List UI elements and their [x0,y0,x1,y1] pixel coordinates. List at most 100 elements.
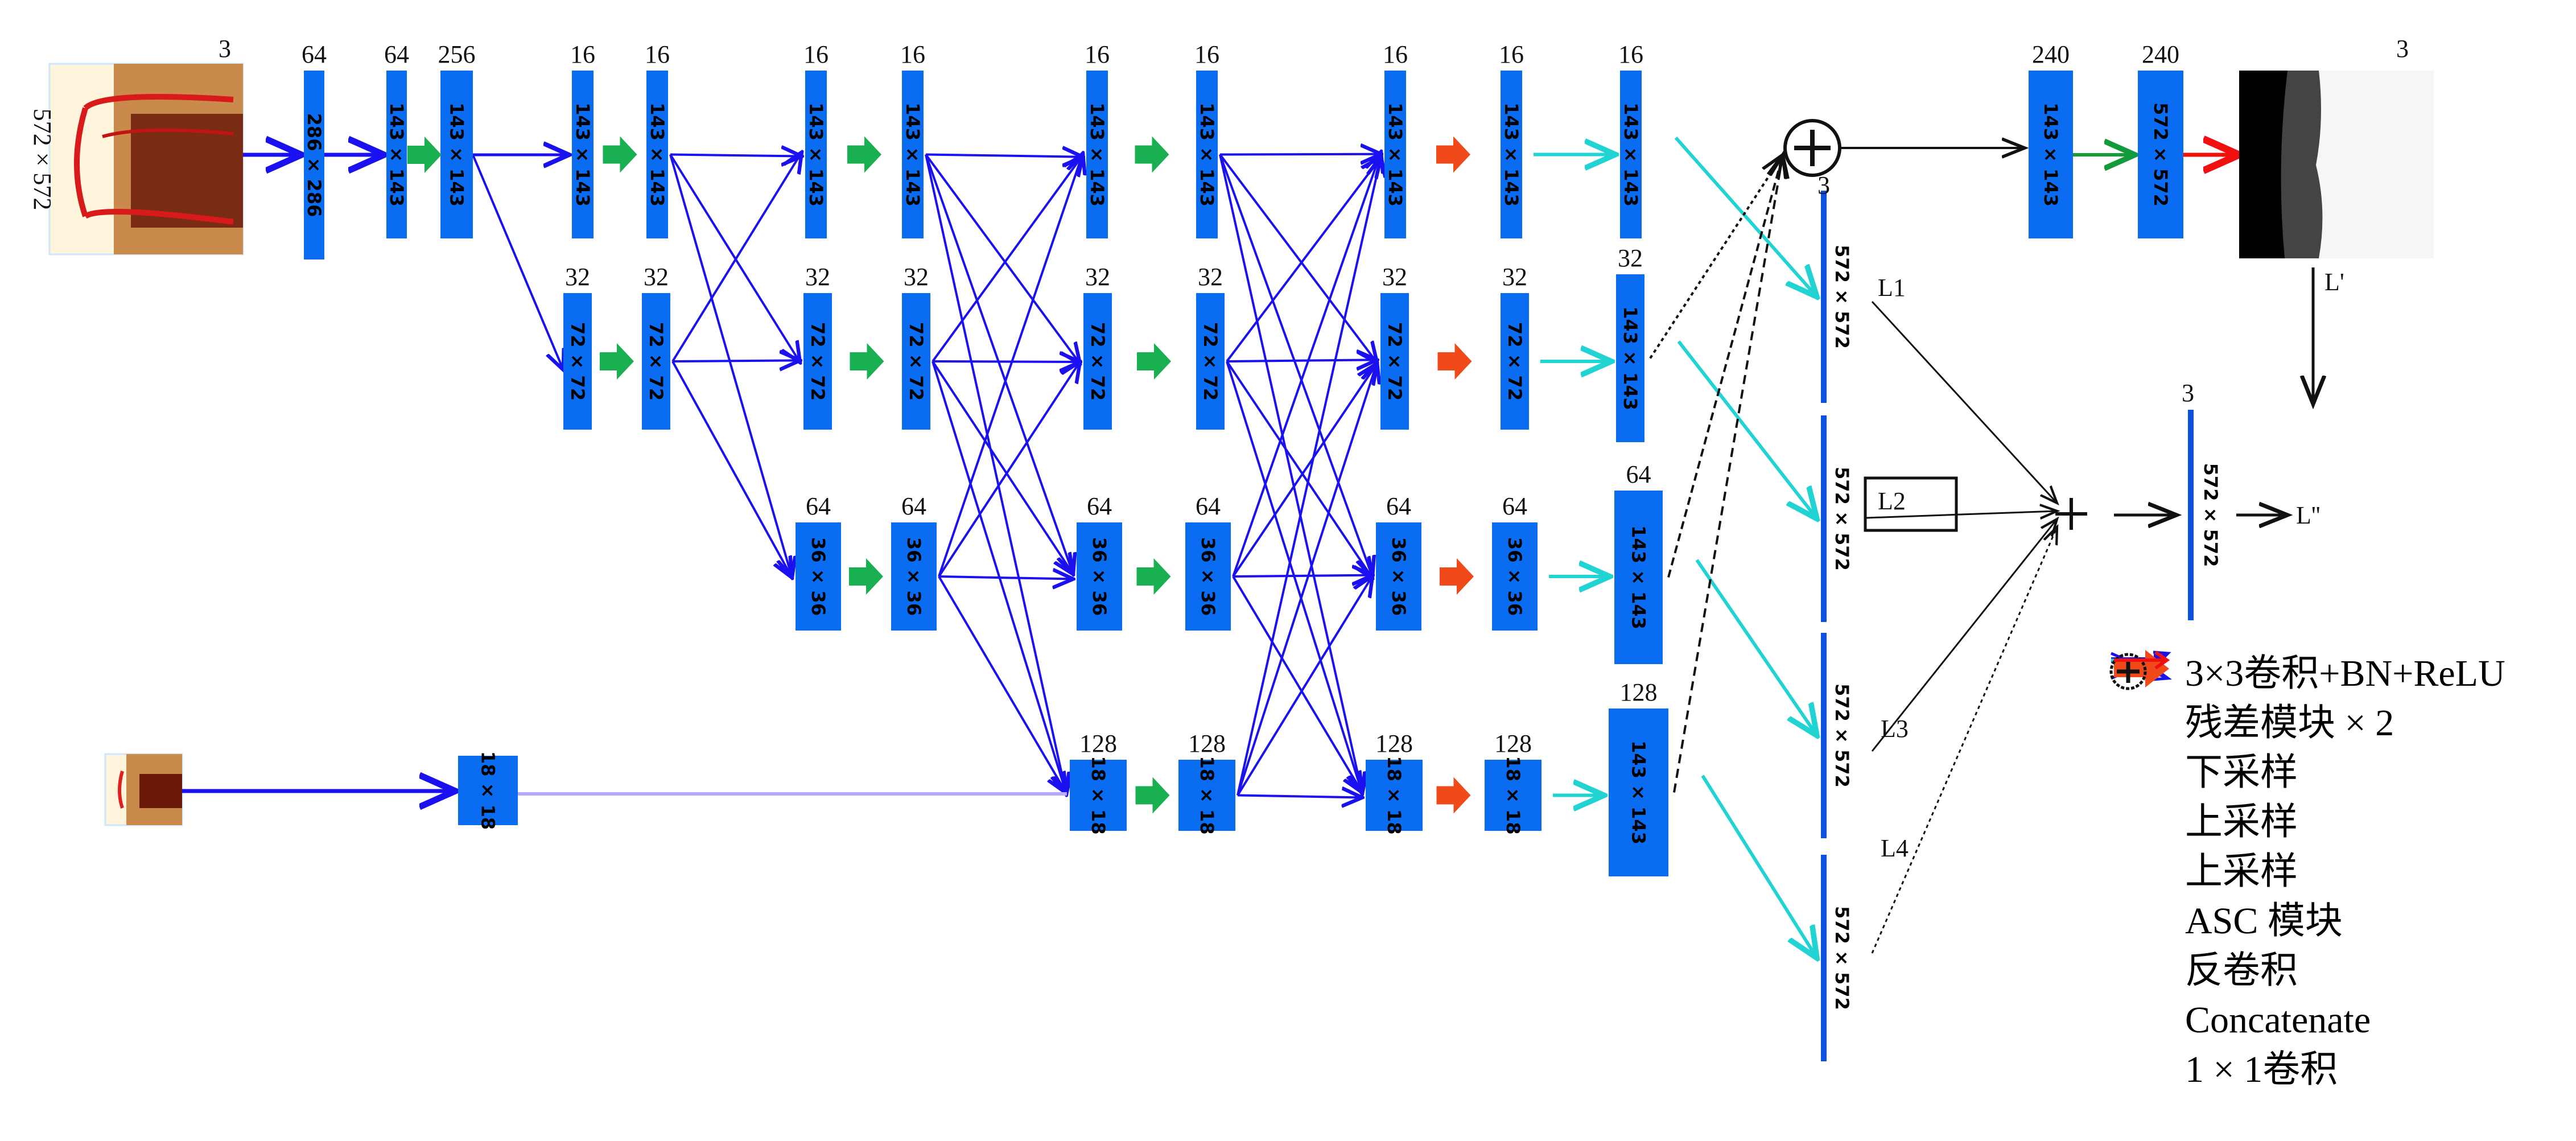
channel-count: 32 [644,263,669,291]
loss-arrow-L1 [1872,302,2057,503]
channel-count: 256 [438,40,476,68]
branch2-block: 3272 × 72 [1380,263,1409,430]
branch4-block: 128143 × 143 [1609,678,1668,876]
residual-block-arrow [600,343,634,380]
concat-input-line [1668,155,1783,578]
concatenate-node: 3 [1785,121,1840,199]
spatial-size-label: 143 × 143 [1086,102,1108,207]
branch3-block: 6436 × 36 [1077,492,1122,631]
spatial-size-label: 143 × 143 [1196,102,1218,207]
channel-count: 32 [1618,244,1643,272]
small-input-block: 18 × 18 [458,751,518,830]
branch2-block: 32 143 × 143 [1616,244,1644,442]
legend-item-concat: Concatenate [2105,995,2572,1045]
exchange-arrow [1227,360,1377,361]
legend-item-downsample: 下采样 [2105,748,2572,797]
branch2-block: 3272 × 72 [563,263,592,430]
legend-item-upsample: 上采样 [2105,797,2572,847]
concat-channels: 3 [1817,171,1830,199]
loss-label-L4: L4 [1881,834,1909,862]
final-output: 3 572 × 572 [2182,379,2221,620]
upsample-cyan-arrow [1703,776,1817,958]
channel-count: 128 [1620,678,1658,706]
branch2-block: 3272 × 72 [1501,263,1529,430]
spatial-size-label: 36 × 36 [1504,537,1526,616]
spatial-size-label: 143 × 143 [1628,525,1650,629]
spatial-size-label: 36 × 36 [1089,537,1110,616]
spatial-size-label: 143 × 143 [1384,102,1406,207]
side-output-size: 572 × 572 [1831,683,1853,788]
branch1-block: 16 143 × 143 [1383,40,1408,238]
legend: 3×3卷积+BN+ReLU 残差模块 × 2 下采样 上采样 上采样 ASC 模… [2105,649,2572,1094]
branch4-block: 12818 × 18 [1070,730,1127,835]
residual-block-arrow [1135,137,1169,173]
head-block-1: 240143 × 143 [2029,40,2073,238]
loss-label-L1: L1 [1878,274,1906,302]
final-channels: 3 [2182,379,2194,407]
input-channels: 3 [219,35,231,63]
spatial-size-label: 18 × 18 [477,751,499,830]
exchange-arrow [926,155,1073,575]
spatial-size-label: 143 × 143 [1620,102,1642,207]
channel-count: 16 [570,40,595,68]
channel-count: 64 [302,40,327,68]
spatial-size-label: 72 × 72 [1200,322,1221,401]
residual-block-arrow [850,343,884,380]
spatial-size-label: 18 × 18 [1087,756,1109,834]
spatial-size-label: 18 × 18 [1383,756,1405,834]
legend-item-residual: 残差模块 × 2 [2105,698,2572,748]
spatial-size-label: 143 × 143 [646,102,668,207]
legend-label: Concatenate [2185,1002,2371,1039]
stem-block-2: 64143 × 143 [384,40,409,238]
spatial-size-label: 572 × 572 [2150,102,2171,207]
spatial-size-label: 18 × 18 [1196,756,1218,834]
spatial-size-label: 143 × 143 [805,102,827,207]
spatial-size-label: 18 × 18 [1502,756,1524,834]
branch4-block: 12818 × 18 [1366,730,1423,835]
exchange-arrow [670,155,802,156]
legend-label: 下采样 [2185,754,2298,792]
residual-block-arrow [1136,777,1170,814]
spatial-size-label: 143 × 143 [446,102,468,207]
channel-count: 32 [904,263,929,291]
head-block-2: 240572 × 572 [2138,40,2183,238]
exchange-arrow [939,576,1073,579]
exchange-arrow [926,155,1083,157]
branch1-block: 16143 × 143 [645,40,670,238]
spatial-size-label: 143 × 143 [1501,102,1522,207]
channel-count: 16 [1194,40,1219,68]
residual-block-arrow [847,137,881,173]
channel-count: 16 [1383,40,1408,68]
residual-block-arrow [849,558,883,595]
channel-count: 128 [1494,730,1532,757]
spatial-size-label: 143 × 143 [2040,102,2062,207]
legend-item-asc: ASC 模块 [2105,896,2572,946]
channel-count: 64 [1196,492,1221,520]
exchange-arrow [1227,361,1373,578]
output-image: 3 [2239,35,2434,258]
final-size-label: 572 × 572 [2200,463,2221,567]
concat-input-line [1674,155,1783,793]
branch1-block: 16 143 × 143 [1085,40,1110,238]
spatial-size-label: 286 × 286 [303,113,325,217]
legend-item-conv: 3×3卷积+BN+ReLU [2105,649,2572,698]
channel-count: 64 [901,492,926,520]
branch1-block: 16 143 × 143 [570,40,595,238]
input-size-label: 572 × 572 [28,109,56,211]
channel-count: 32 [1198,263,1223,291]
channel-count: 128 [1188,730,1226,757]
spatial-size-label: 143 × 143 [1619,306,1641,410]
channel-count: 128 [1375,730,1413,757]
exchange-arrow [1233,152,1381,576]
channel-count: 16 [1085,40,1110,68]
spatial-size-label: 143 × 143 [572,102,593,207]
exchange-arrow [933,361,1080,362]
side-output-1: 572 × 572 [1824,191,1853,403]
legend-label: 上采样 [2185,853,2298,891]
residual-block-arrow [1137,343,1171,380]
channel-count: 64 [384,40,409,68]
channel-count: 64 [806,492,831,520]
asc-block-arrow [1440,558,1474,595]
legend-label: 上采样 [2185,804,2298,841]
channel-count: 64 [1502,492,1527,520]
